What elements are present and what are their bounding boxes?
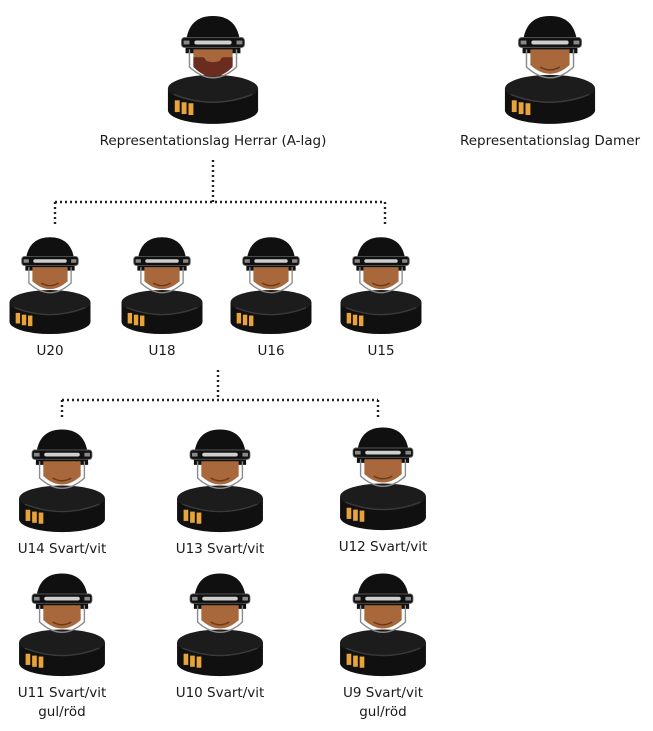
- node-label: U9 Svart/vit gul/röd: [343, 684, 423, 722]
- label-line-1: U10 Svart/vit: [175, 685, 265, 701]
- node-label: U12 Svart/vit: [339, 538, 428, 557]
- hockey-player-bearded-icon: [164, 8, 262, 126]
- hockey-player-icon: [6, 230, 94, 336]
- label-line-2: gul/röd: [38, 704, 86, 720]
- node-label: U14 Svart/vit: [18, 540, 107, 559]
- node-herrar[interactable]: Representationslag Herrar (A-lag): [83, 8, 343, 151]
- label-line-2: gul/röd: [359, 704, 407, 720]
- node-label: U11 Svart/vit gul/röd: [18, 684, 107, 722]
- label-line-1: U12 Svart/vit: [338, 539, 428, 555]
- node-u20[interactable]: U20: [5, 230, 95, 361]
- node-u16[interactable]: U16: [226, 230, 316, 361]
- node-u12[interactable]: U12 Svart/vit: [323, 420, 443, 557]
- node-label: U16: [257, 343, 285, 359]
- node-u18[interactable]: U18: [117, 230, 207, 361]
- node-u15[interactable]: U15: [336, 230, 426, 361]
- node-u11[interactable]: U11 Svart/vit gul/röd: [2, 566, 122, 722]
- node-u10[interactable]: U10 Svart/vit: [160, 566, 280, 703]
- hockey-player-icon: [173, 422, 267, 534]
- hockey-player-icon: [336, 566, 430, 678]
- node-label: Representationslag Herrar (A-lag): [99, 133, 327, 149]
- hockey-player-icon: [173, 566, 267, 678]
- node-u9[interactable]: U9 Svart/vit gul/röd: [323, 566, 443, 722]
- hockey-player-icon: [501, 8, 599, 126]
- hockey-player-icon: [118, 230, 206, 336]
- node-label: U20: [36, 343, 64, 359]
- node-label: U15: [367, 343, 395, 359]
- hockey-player-icon: [227, 230, 315, 336]
- node-u13[interactable]: U13 Svart/vit: [160, 422, 280, 559]
- label-line-1: U13 Svart/vit: [175, 541, 265, 557]
- hockey-player-icon: [15, 422, 109, 534]
- node-label: U13 Svart/vit: [176, 540, 265, 559]
- node-damer[interactable]: Representationslag Damer: [445, 8, 653, 151]
- hockey-player-icon: [15, 566, 109, 678]
- node-label: U18: [148, 343, 176, 359]
- label-line-1: U9 Svart/vit: [342, 685, 424, 701]
- node-label: U10 Svart/vit: [176, 684, 265, 703]
- label-line-1: U11 Svart/vit: [17, 685, 107, 701]
- node-label: Representationslag Damer: [459, 133, 641, 149]
- hockey-player-icon: [336, 420, 430, 532]
- node-u14[interactable]: U14 Svart/vit: [2, 422, 122, 559]
- hockey-player-icon: [337, 230, 425, 336]
- label-line-1: U14 Svart/vit: [17, 541, 107, 557]
